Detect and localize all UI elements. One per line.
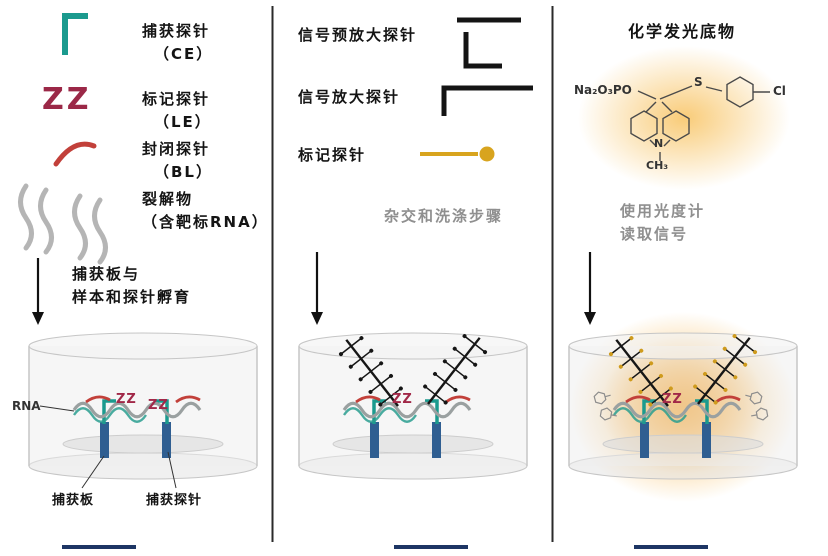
chlorine-label: Cl xyxy=(773,84,786,98)
hybridization-well: ZZ xyxy=(297,327,529,481)
capture-probe-sub: （CE） xyxy=(154,45,214,63)
blocking-probe-icon xyxy=(53,141,97,167)
capture-probe-pointer-line xyxy=(167,451,177,489)
read-step-line2: 读取信号 xyxy=(620,225,689,243)
well2-zz-text: ZZ xyxy=(392,392,413,407)
detection-well: ZZ xyxy=(567,327,799,481)
read-step-line1: 使用光度计 xyxy=(620,202,706,220)
read-signal-arrow xyxy=(584,252,596,325)
hybridization-step-label: 杂交和洗涤步骤 xyxy=(384,207,504,225)
methyl-label: CH₃ xyxy=(646,159,669,172)
preamp-probe-icon xyxy=(457,17,521,69)
capture-well: ZZ ZZ xyxy=(27,331,259,489)
capture-plate-label: 捕获板 xyxy=(52,493,95,508)
label-probe-label: 标记探针 xyxy=(142,90,211,108)
capture-probe-icon xyxy=(62,13,88,55)
amp-probe-label: 信号放大探针 xyxy=(298,88,401,106)
rna-pointer-line xyxy=(39,405,75,412)
hybridization-arrow xyxy=(311,252,323,325)
capture-plate-pointer-line xyxy=(81,455,105,489)
rna-label: RNA xyxy=(12,399,41,413)
label-probe-zz-icon: ZZ xyxy=(42,82,92,117)
label-probe-sub: （LE） xyxy=(154,113,212,131)
label-probe-icon xyxy=(420,146,495,162)
capture-probe-well-label: 捕获探针 xyxy=(146,493,203,508)
blocking-probe-sub: （BL） xyxy=(154,163,213,181)
lysate-label: 裂解物 xyxy=(142,190,194,208)
lysate-icon xyxy=(18,183,108,265)
phosphate-formula-label: Na₂O₃PO xyxy=(574,83,632,97)
incubation-arrow xyxy=(32,258,44,325)
preamp-probe-label: 信号预放大探针 xyxy=(298,26,418,44)
capture-probe-label: 捕获探针 xyxy=(142,22,211,40)
sulfur-label: S xyxy=(694,75,703,89)
lysate-sub: （含靶标RNA） xyxy=(142,213,269,231)
well3-zz-text: ZZ xyxy=(662,392,683,407)
chem-structure xyxy=(630,76,770,161)
label-probe-label-2: 标记探针 xyxy=(298,146,367,164)
well1-zz-text-2: ZZ xyxy=(148,398,169,413)
nitrogen-label: N xyxy=(654,137,664,150)
blocking-probe-label: 封闭探针 xyxy=(142,140,211,158)
well1-zz-text-1: ZZ xyxy=(116,392,137,407)
amp-probe-icon xyxy=(441,85,533,116)
substrate-title: 化学发光底物 xyxy=(628,22,737,41)
incubation-step-line2: 样本和探针孵育 xyxy=(72,288,192,306)
incubation-step-line1: 捕获板与 xyxy=(72,265,141,283)
